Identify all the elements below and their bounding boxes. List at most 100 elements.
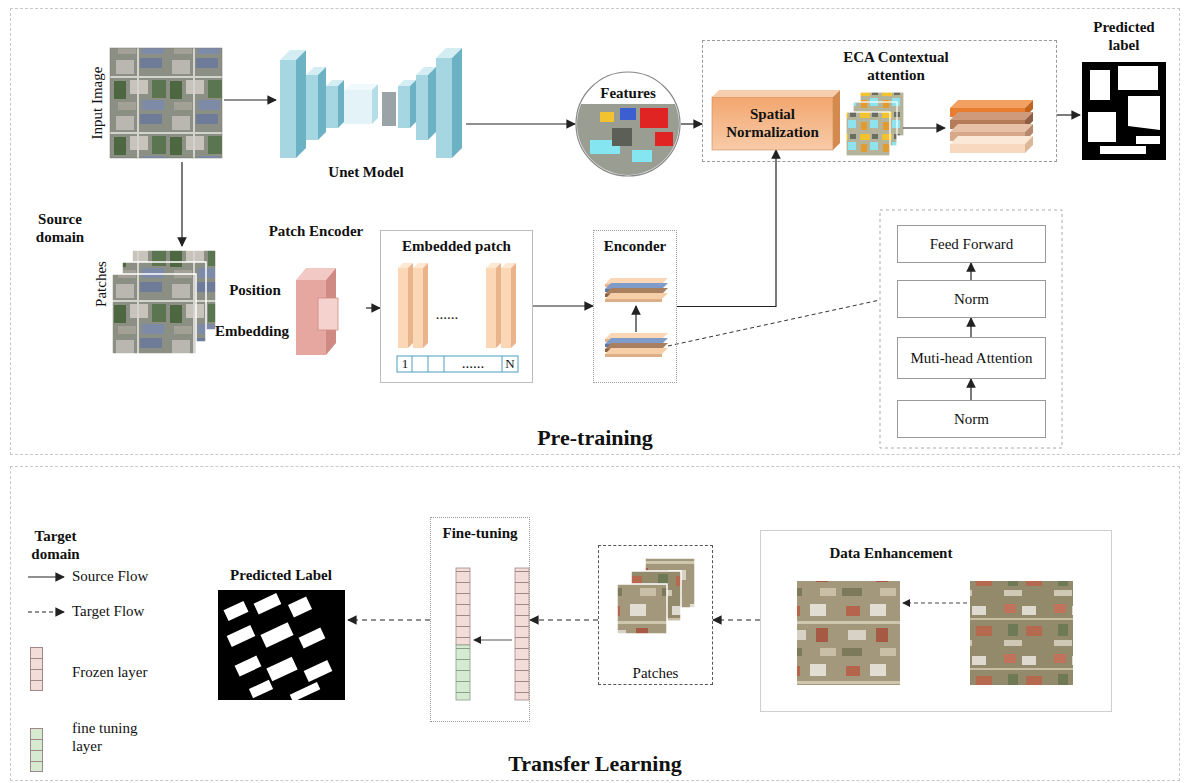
mask-image [1082, 62, 1166, 160]
encoder-layers [605, 299, 662, 302]
output-layers [1025, 136, 1033, 153]
flow-connector [713, 619, 760, 620]
position-strip [412, 356, 413, 372]
feature-map [640, 108, 668, 128]
flow-connector [181, 162, 182, 246]
embedding-bars [398, 268, 408, 348]
position-strip [502, 356, 503, 372]
node-label: Transfer Learning [11, 751, 1179, 777]
node-label: Feed Forward [898, 235, 1045, 253]
transformer-box: Muti-head Attention [897, 337, 1046, 379]
rotated-label: Input Image [87, 48, 107, 158]
node-label: Features [575, 84, 681, 102]
node-label: Data Enhancement [776, 544, 1006, 562]
mask-image [1136, 136, 1160, 144]
node-label: ECA Contextual attention [821, 48, 971, 84]
mask-image [227, 625, 256, 647]
node-label: Spatial Normalization [712, 105, 833, 141]
node-label: Muti-head Attention [898, 349, 1045, 367]
unet-symbol [344, 84, 378, 90]
unet-symbol [296, 50, 306, 158]
legend-label: Frozen layer [72, 663, 172, 681]
node-label: Predicted label [1080, 18, 1168, 54]
feature-map [612, 128, 632, 146]
legend-sample [26, 569, 68, 585]
flow-connector [366, 307, 380, 308]
embedding-bars [413, 268, 423, 348]
transformer-box: Norm [897, 400, 1046, 438]
mask-image [249, 680, 273, 698]
position-strip [397, 356, 518, 372]
mask-image [1088, 112, 1116, 142]
flow-connector [348, 619, 430, 620]
node-label: Fine-tuning [431, 524, 529, 542]
flow-connector [677, 150, 776, 307]
node-label: Norm [898, 290, 1045, 308]
position-strip [444, 356, 445, 372]
node-label: ...... [427, 305, 467, 323]
features-circle: Features [575, 71, 681, 177]
layer-columns [515, 568, 529, 700]
unet-symbol [428, 67, 436, 140]
feature-map [576, 104, 680, 176]
unet-symbol [280, 48, 462, 158]
flow-connector [970, 318, 971, 337]
unet-symbol [410, 80, 416, 128]
embedding-panel: Embedded patch......1......N [380, 230, 533, 383]
embedding-bars [511, 263, 516, 348]
attention-maps [846, 92, 904, 156]
legend-label: Source Flow [72, 567, 172, 585]
patch-images [617, 558, 695, 634]
patch-images [112, 250, 216, 354]
circle-outline [576, 72, 680, 176]
layer-columns [456, 568, 529, 700]
feature-map [600, 112, 614, 122]
finetune-panel: Fine-tuning [430, 517, 530, 722]
mask-image [1118, 66, 1158, 90]
patch-images [617, 584, 667, 634]
legend-swatch [30, 647, 43, 691]
encoder-layers [605, 348, 668, 354]
patch-images [112, 274, 196, 354]
mask-image [266, 657, 297, 682]
output-mask: Predicted label [1080, 18, 1168, 162]
flow-connector [970, 263, 971, 280]
unet-symbol [416, 75, 428, 140]
transformer-box: Norm [897, 280, 1046, 318]
unet-symbol [344, 90, 372, 124]
mask-image [218, 590, 345, 700]
box-face [712, 90, 840, 97]
satellite-image [110, 48, 222, 158]
attention-panel: ECA Contextual attentionSpatial Normaliz… [702, 40, 1057, 162]
encoder-panel: Enconder [593, 230, 677, 383]
unet-symbol [372, 84, 378, 124]
unet-symbol [382, 92, 396, 126]
feature-map [655, 132, 673, 146]
unet-symbol [398, 86, 410, 128]
mask-image [235, 655, 262, 676]
section-panel: Pre-trainingInput ImageUnet ModelFeature… [10, 8, 1180, 455]
flow-connector [970, 379, 971, 400]
mask-image [304, 660, 333, 682]
satellite-image [797, 581, 900, 685]
legend-sample [26, 604, 68, 620]
encoder-symbol [318, 298, 338, 330]
unet-symbol [338, 80, 344, 128]
free-label: Source domain [25, 210, 95, 246]
unet-symbol [452, 48, 462, 158]
output-layers [950, 124, 1033, 132]
node-label: N [502, 356, 518, 372]
unet-symbol [318, 67, 326, 140]
node-label: Predicted Label [214, 566, 348, 584]
flow-connector [533, 305, 593, 306]
flow-arrow [635, 306, 636, 332]
feature-map [620, 108, 636, 120]
position-strip [428, 356, 429, 372]
unet-symbol [306, 75, 318, 140]
normalization-box: Spatial Normalization [712, 90, 840, 150]
node-label: Norm [898, 410, 1045, 428]
input-image: Input Image [84, 45, 224, 162]
section-panel: Transfer Learning Predicted Label Fine-tun… [10, 466, 1180, 781]
